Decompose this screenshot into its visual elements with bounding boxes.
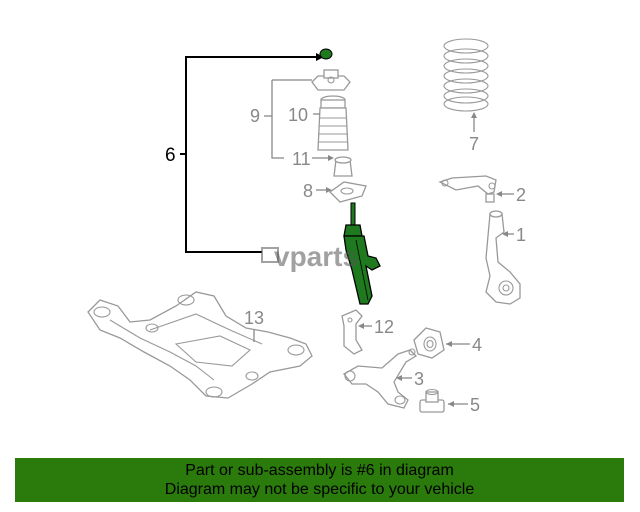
callout-10: 10 — [288, 105, 308, 125]
callout-5: 5 — [470, 395, 480, 415]
upper-mount — [311, 69, 351, 91]
callout-12: 12 — [374, 317, 394, 337]
bushing-5 — [419, 388, 445, 413]
exploded-parts-diagram: 6 9 10 11 8 — [87, 38, 526, 415]
vparts-watermark: vparts — [261, 241, 358, 272]
strut-assembly-highlight — [343, 202, 381, 305]
callout-2: 2 — [516, 185, 526, 205]
callout-6-leader — [180, 53, 324, 253]
bushing-4 — [413, 327, 445, 359]
callout-7: 7 — [469, 134, 479, 154]
callout-9-leader — [264, 79, 312, 159]
info-banner: Part or sub-assembly is #6 in diagram Di… — [15, 458, 624, 502]
callout-9: 9 — [250, 106, 260, 126]
callout-1: 1 — [516, 225, 526, 245]
dust-boot — [317, 95, 349, 151]
coil-spring — [443, 38, 489, 112]
bracket-12 — [341, 309, 363, 355]
callout-6: 6 — [165, 145, 176, 166]
watermark-text: vparts — [274, 241, 358, 272]
lower-control-arm — [343, 348, 418, 409]
callout-3: 3 — [414, 369, 424, 389]
callout-8: 8 — [303, 181, 313, 201]
callout-4: 4 — [472, 335, 482, 355]
subframe — [87, 291, 313, 399]
spring-seat — [328, 181, 367, 203]
callout-11: 11 — [292, 149, 311, 169]
banner-line-1: Part or sub-assembly is #6 in diagram — [185, 462, 454, 479]
bump-stop — [333, 156, 353, 177]
steering-knuckle — [485, 210, 521, 305]
callout-13: 13 — [244, 308, 264, 328]
banner-line-2: Diagram may not be specific to your vehi… — [164, 481, 475, 498]
upper-control-arm — [438, 175, 497, 203]
top-nut — [319, 48, 333, 60]
